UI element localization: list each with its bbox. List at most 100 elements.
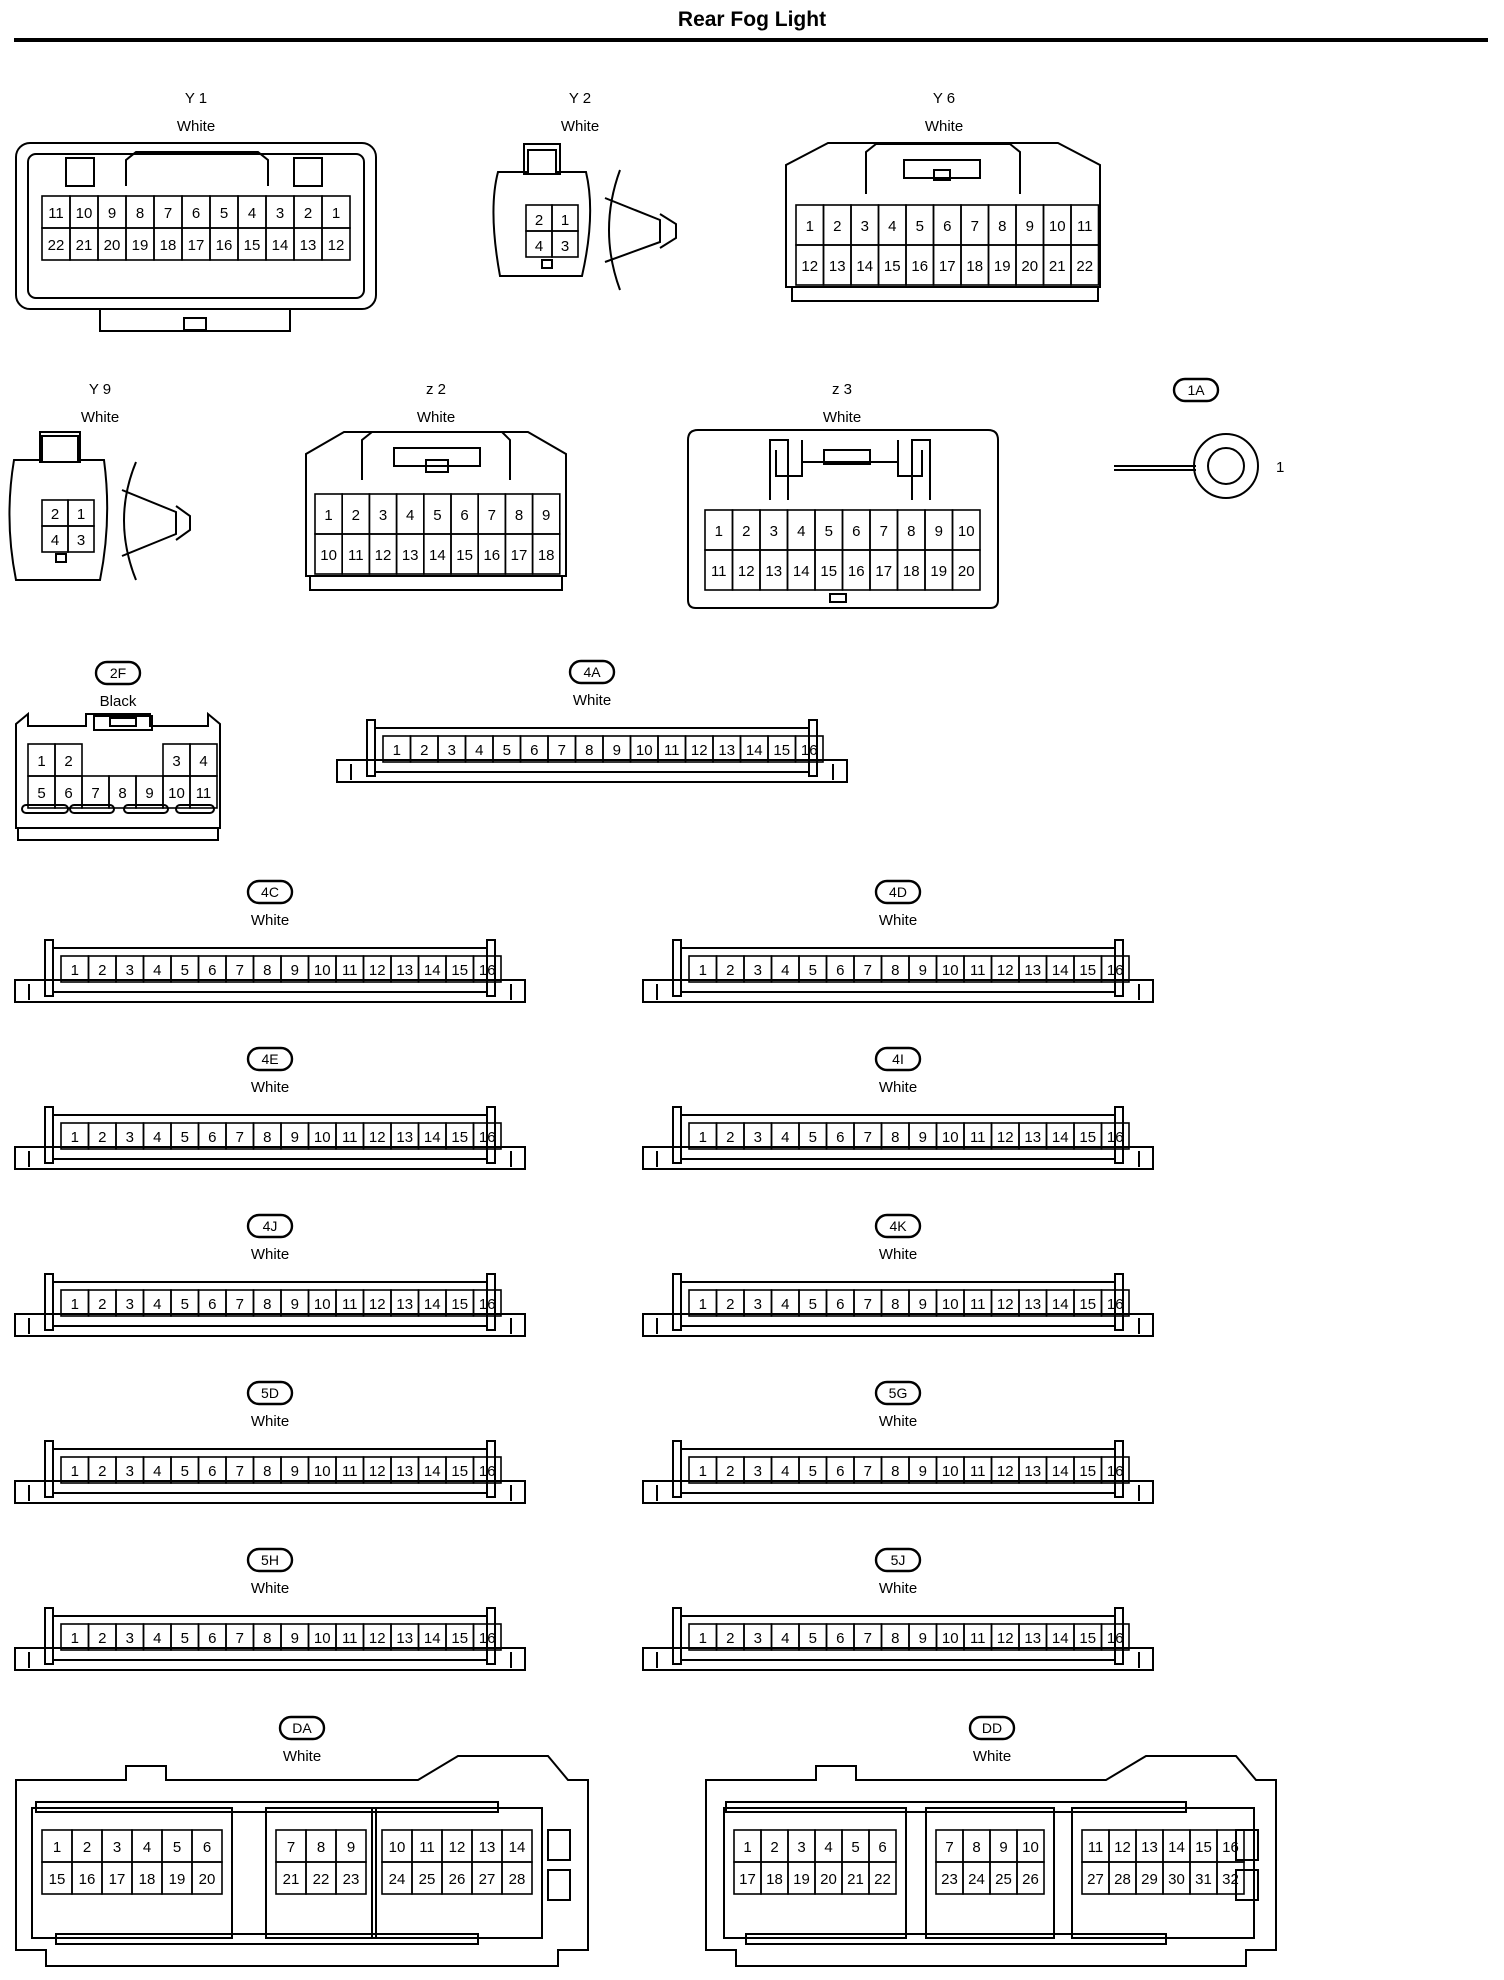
- pin-number: 6: [836, 962, 844, 979]
- pin-number: 16: [479, 1463, 496, 1480]
- pin-number: 21: [76, 237, 93, 254]
- pin-number: 4: [824, 1839, 832, 1856]
- pin-number: 11: [48, 205, 64, 222]
- pin-number: 3: [126, 1296, 134, 1313]
- pin-number: 15: [451, 1296, 468, 1313]
- pin-number: 6: [852, 523, 860, 540]
- pin-number: 16: [801, 742, 818, 759]
- pin-number: 16: [1222, 1839, 1239, 1856]
- strip-base: [642, 1146, 1154, 1170]
- pin-number: 18: [139, 1871, 156, 1888]
- pin-number: 6: [836, 1296, 844, 1313]
- pin-number: 2: [64, 753, 72, 770]
- pin-number: 1: [699, 1129, 707, 1146]
- pin-number: 9: [542, 507, 550, 524]
- pin-number: 5: [916, 218, 924, 235]
- pin-number: 4: [475, 742, 483, 759]
- pin-number: 10: [314, 962, 331, 979]
- pin-number: 10: [314, 1463, 331, 1480]
- sealing-rib: [123, 804, 169, 814]
- retainer-arm: [608, 169, 621, 291]
- pin-number: 2: [726, 1296, 734, 1313]
- pin-number: 4: [781, 1630, 789, 1647]
- pin-number: 10: [1022, 1839, 1039, 1856]
- pin-number: 12: [801, 258, 818, 275]
- connector-body: [687, 429, 999, 609]
- pin-number: 10: [942, 1129, 959, 1146]
- pin-number: 11: [664, 742, 680, 759]
- pin-number: 9: [613, 742, 621, 759]
- latch-post: [911, 439, 931, 500]
- connector-body: [8, 435, 109, 581]
- pin-cell: [472, 1289, 502, 1317]
- connector-color: White: [251, 1246, 289, 1263]
- pin-number: 9: [347, 1839, 355, 1856]
- pin-number: 4: [781, 1463, 789, 1480]
- pin-number: 20: [1021, 258, 1038, 275]
- strip-end-wall: [44, 1607, 54, 1665]
- pin-number: 12: [369, 1630, 386, 1647]
- pin-number: 25: [995, 1871, 1012, 1888]
- pin-number: 7: [864, 962, 872, 979]
- latch-window: [65, 157, 95, 187]
- connector-id: 4I: [892, 1051, 904, 1067]
- retainer-tip: [175, 505, 191, 541]
- sealing-rib: [69, 804, 115, 814]
- pin-number: 7: [864, 1129, 872, 1146]
- pin-number: 8: [907, 523, 915, 540]
- pin-number: 14: [429, 547, 446, 564]
- pin-number: 16: [216, 237, 233, 254]
- pin-number: 28: [509, 1871, 526, 1888]
- pin-number: 2: [726, 1129, 734, 1146]
- pin-cell: [472, 955, 502, 983]
- pin-number: 8: [891, 1463, 899, 1480]
- latch-frame: [361, 431, 511, 480]
- connector-id-oval: [874, 1547, 922, 1573]
- pin-number: 10: [389, 1839, 406, 1856]
- pin-number: 2: [833, 218, 841, 235]
- pin-number: 3: [113, 1839, 121, 1856]
- pin-number: 12: [997, 1463, 1014, 1480]
- pin-number: 14: [272, 237, 289, 254]
- pin-number: 14: [424, 1129, 441, 1146]
- pin-number: 9: [108, 205, 116, 222]
- strip-housing: [52, 1615, 488, 1661]
- connector-id-oval: [94, 660, 142, 686]
- pin-number: 6: [460, 507, 468, 524]
- pin-number: 17: [188, 237, 205, 254]
- connector-color: White: [925, 118, 963, 135]
- pin-cell: [1100, 1456, 1130, 1484]
- strip-end-wall: [672, 1607, 682, 1665]
- pin-number: 9: [919, 1463, 927, 1480]
- strip-housing: [680, 1114, 1116, 1160]
- pin-cell: [472, 1456, 502, 1484]
- sealing-rib: [21, 804, 69, 814]
- pin-number: 7: [864, 1630, 872, 1647]
- pin-number: 6: [836, 1129, 844, 1146]
- pin-number: 27: [479, 1871, 496, 1888]
- pin-number: 11: [348, 547, 364, 564]
- pin-number: 9: [999, 1839, 1007, 1856]
- pin-group-frame: [1071, 1807, 1255, 1939]
- pin-number: 16: [1107, 1630, 1124, 1647]
- pin-number: 12: [738, 563, 755, 580]
- pin-number: 2: [98, 1630, 106, 1647]
- pin-number: 27: [1087, 1871, 1104, 1888]
- pin-number: 6: [192, 205, 200, 222]
- strip-end-wall: [672, 1106, 682, 1164]
- pin-number: 6: [530, 742, 538, 759]
- side-latch: [547, 1869, 571, 1901]
- pin-number: 15: [451, 962, 468, 979]
- pin-number: 9: [919, 1129, 927, 1146]
- pin-number: 30: [1168, 1871, 1185, 1888]
- pin-number: 11: [342, 1296, 358, 1313]
- pin-number: 1: [699, 1296, 707, 1313]
- pin-number: 6: [208, 1129, 216, 1146]
- pin-number: 3: [126, 1630, 134, 1647]
- pin-number: 1: [1276, 459, 1284, 476]
- pin-number: 3: [126, 1129, 134, 1146]
- pin-number: 13: [1024, 1463, 1041, 1480]
